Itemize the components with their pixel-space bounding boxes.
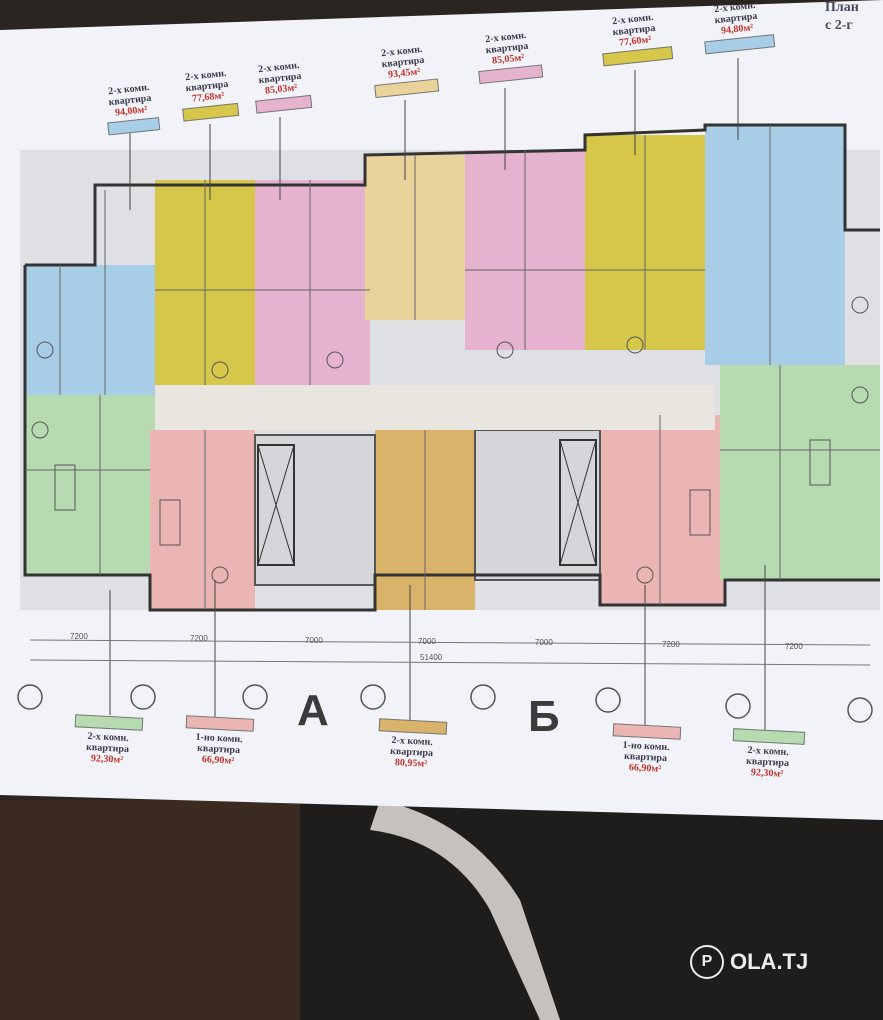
dimension-span-6: 7200 <box>662 640 680 649</box>
dimension-span-5: 7000 <box>535 638 553 647</box>
watermark: P OLA.TJ <box>690 945 808 979</box>
tag-color-swatch <box>612 723 682 740</box>
watermark-text: OLA.TJ <box>730 949 809 974</box>
dimension-total: 51400 <box>420 653 443 662</box>
dimension-span-4: 7000 <box>418 637 436 646</box>
plan-title-text: План <box>825 0 859 15</box>
apartment-tag-bottom-5: 2-х комн. квартира 92,30м² <box>729 728 807 781</box>
dimension-span-1: 7200 <box>70 632 88 641</box>
plan-title: План с 2-г <box>825 0 859 34</box>
ola-logo-icon: P <box>690 945 724 979</box>
floor-plan-building <box>20 123 880 612</box>
tag-color-swatch <box>74 714 144 731</box>
tag-color-swatch <box>732 728 806 745</box>
dimension-span-2: 7200 <box>190 634 208 643</box>
tag-color-swatch <box>185 715 255 732</box>
dimension-span-3: 7000 <box>305 636 323 645</box>
tag-color-swatch <box>378 718 448 735</box>
plan-subtitle-text: с 2-г <box>825 18 853 33</box>
block-label-a: А <box>297 686 329 735</box>
dimension-span-7: 7200 <box>785 642 803 651</box>
apartment-tag-bottom-4: 1-но комн. квартира 66,90м² <box>609 723 683 776</box>
apartment-tag-bottom-2: 1-но комн. квартира 66,90м² <box>182 715 256 768</box>
apartment-tag-bottom-1: 2-х комн. квартира 92,30м² <box>71 714 145 767</box>
apartment-tag-bottom-3: 2-х комн. квартира 80,95м² <box>375 718 449 771</box>
block-label-b: Б <box>528 692 560 741</box>
